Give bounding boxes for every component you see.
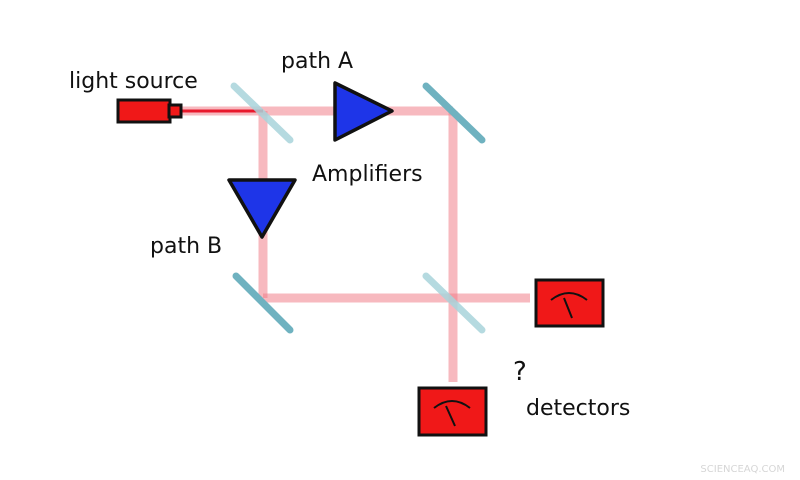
triangle-amplifier-icon <box>333 81 394 142</box>
triangle-amplifier-icon <box>227 178 297 239</box>
mirror-bottom-left <box>232 272 294 334</box>
watermark: SCIENCEAQ.COM <box>700 464 785 475</box>
mirror-top-right <box>422 82 486 144</box>
light-source-label: light source <box>69 69 198 94</box>
beam-paths <box>182 106 530 382</box>
path-a-label: path A <box>281 49 353 74</box>
beam-splitter-output <box>422 272 486 334</box>
amplifiers-label: Amplifiers <box>312 162 423 187</box>
beam-splitter-input <box>230 82 294 144</box>
gauge-meter-icon <box>534 278 605 328</box>
detectors-label: detectors <box>526 396 630 421</box>
question-mark-label: ? <box>513 357 527 387</box>
gauge-meter-icon <box>417 386 488 437</box>
path-b-label: path B <box>150 234 222 259</box>
optics <box>230 82 486 334</box>
laser-source-icon <box>116 98 183 124</box>
